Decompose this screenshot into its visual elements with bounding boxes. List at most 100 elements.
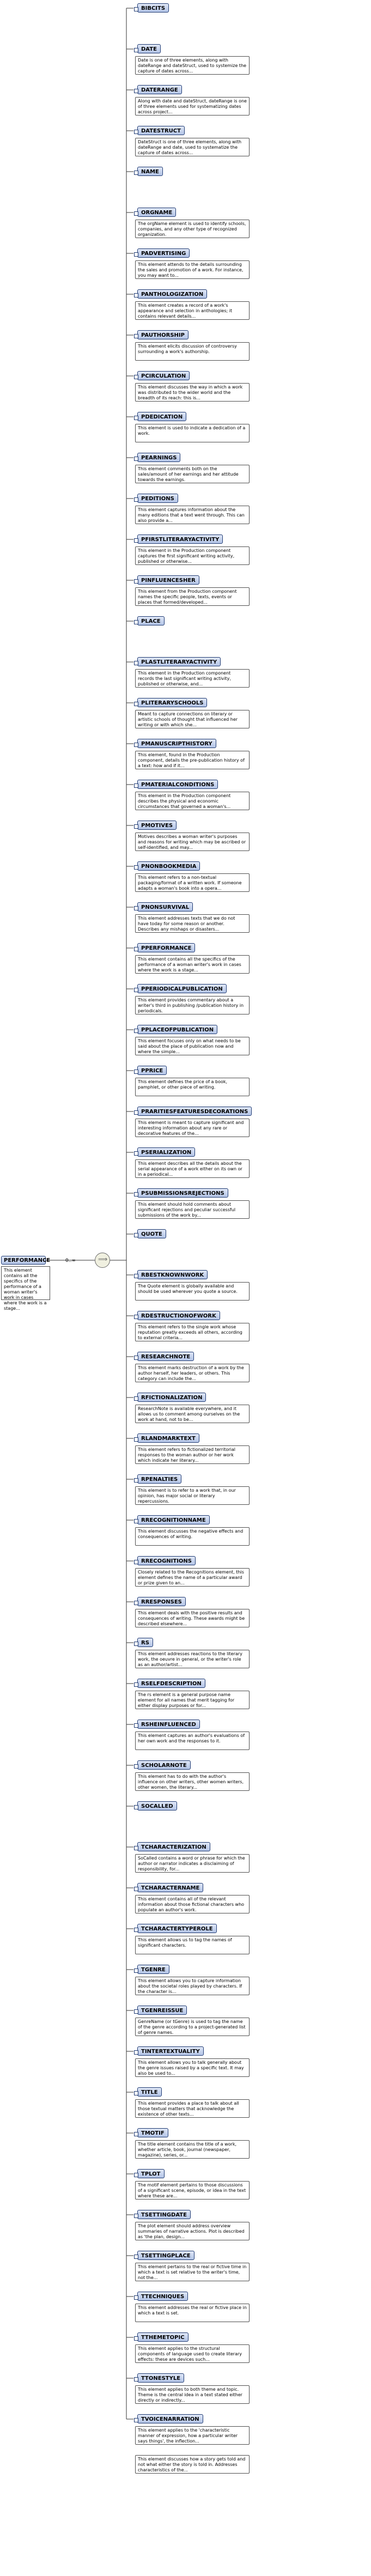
child-element-tsettingplace[interactable]: TSETTINGPLACE <box>134 2251 194 2260</box>
root-description: This element contains all the specifics … <box>1 1266 50 1311</box>
child-description: This element is meant to capture signifi… <box>135 1119 250 1137</box>
child-element-psubmissionsrejections[interactable]: PSUBMISSIONSREJECTIONS <box>134 1188 228 1198</box>
child-element-scholarnote[interactable]: SCHOLARNOTE <box>134 1760 191 1770</box>
child-description: This element discusses how a story gets … <box>135 2455 250 2474</box>
child-element-ttechniques[interactable]: TTECHNIQUES <box>133 2292 188 2301</box>
child-description: The Quote element is globally available … <box>135 1282 250 1301</box>
child-element-pinfluencesher[interactable]: PINFLUENCESHER <box>134 575 199 585</box>
child-description: This element attends to the details surr… <box>135 260 250 279</box>
child-element-padvertising[interactable]: PADVERTISING <box>133 248 190 258</box>
child-description: This element comments both on the sales/… <box>135 465 250 483</box>
child-element-tplot[interactable]: TPLOT <box>134 2169 165 2178</box>
child-element-rs[interactable]: RS <box>134 1638 153 1647</box>
child-description: This element captures information about … <box>135 506 250 524</box>
child-element-tcharactertyperole[interactable]: TCHARACTERTYPEROLE <box>134 1924 217 1933</box>
child-element-title[interactable]: TITLE <box>134 2087 162 2097</box>
child-element-datestruct[interactable]: DATESTRUCT <box>134 126 185 135</box>
child-description: GenreName (or tGenre) is used to tag the… <box>135 2018 250 2036</box>
child-element-pmanuscripthistory[interactable]: PMANUSCRIPTHISTORY <box>134 739 216 748</box>
child-element-pdedication[interactable]: PDEDICATION <box>133 412 187 421</box>
child-description: This element applies to the 'characteris… <box>135 2426 250 2445</box>
child-description: The title element contains the title of … <box>135 2140 250 2159</box>
child-element-rdestructionofwork[interactable]: RDESTRUCTIONOFWORK <box>134 1311 220 1320</box>
child-element-pserialization[interactable]: PSERIALIZATION <box>133 1147 196 1157</box>
child-element-rresponses[interactable]: RRESPONSES <box>134 1597 186 1606</box>
child-element-rfictionalization[interactable]: RFICTIONALIZATION <box>133 1393 206 1402</box>
child-description: This element refers to the single work w… <box>135 1323 250 1341</box>
child-description: This element, found in the Production co… <box>135 751 250 769</box>
child-element-daterange[interactable]: DATERANGE <box>134 85 182 94</box>
child-element-tintertextuality[interactable]: TINTERTEXTUALITY <box>134 2046 204 2056</box>
child-element-pnonbookmedia[interactable]: PNONBOOKMEDIA <box>133 861 200 871</box>
child-description: This element addresses texts that we do … <box>135 914 250 933</box>
child-element-rrecognitionname[interactable]: RRECOGNITIONNAME <box>134 1515 210 1524</box>
child-element-pmaterialconditions[interactable]: PMATERIALCONDITIONS <box>133 780 218 789</box>
child-description: This element refers to fictionalized ter… <box>135 1445 250 1464</box>
child-element-rbestknownwork[interactable]: RBESTKNOWNWORK <box>133 1270 208 1279</box>
child-element-plastliteraryactivity[interactable]: PLASTLITERARYACTIVITY <box>133 657 221 666</box>
child-element-pplaceofpublication[interactable]: PPLACEOFPUBLICATION <box>133 1025 218 1034</box>
child-description: This element deals with the positive res… <box>135 1609 250 1627</box>
child-element-pcirculation[interactable]: PCIRCULATION <box>133 371 190 380</box>
child-element-peditions[interactable]: PEDITIONS <box>134 494 178 503</box>
child-description: This element marks destruction of a work… <box>135 1364 250 1382</box>
child-description: DateStruct is one of three elements, alo… <box>135 138 250 156</box>
child-element-socalled[interactable]: SOCALLED <box>134 1801 177 1811</box>
child-description: This element discusses the negative effe… <box>135 1527 250 1546</box>
child-description: This element contains all of the relevan… <box>135 1895 250 1913</box>
child-element-name[interactable]: NAME <box>134 167 163 176</box>
child-element-pfirstliteraryactivity[interactable]: PFIRSTLITERARYACTIVITY <box>133 534 223 544</box>
child-description: This element provides commentary about a… <box>135 996 250 1014</box>
child-element-bibcits[interactable]: BIBCITS <box>133 3 169 13</box>
child-description: This element is to refer to a work that,… <box>135 1486 250 1505</box>
child-element-ttonestyle[interactable]: TTONESTYLE <box>133 2373 185 2383</box>
child-description: This element describes all the details a… <box>135 1159 250 1178</box>
child-element-tmotif[interactable]: TMOTIF <box>134 2128 168 2137</box>
child-element-pmotives[interactable]: PMOTIVES <box>133 821 177 830</box>
child-element-tvoicenarration[interactable]: TVOICENARRATION <box>134 2414 203 2423</box>
child-element-pprice[interactable]: PPRICE <box>133 1066 167 1075</box>
child-element-tgenreissue[interactable]: TGENREISSUE <box>133 2006 187 2015</box>
child-element-praritiesfeaturesdecorations[interactable]: PRARITIESFEATURESDECORATIONS <box>133 1107 252 1116</box>
child-description: This element addresses the real or ficti… <box>135 2304 250 2322</box>
child-description: This element allows you to capture infor… <box>135 1977 250 1995</box>
child-element-tthemetopic[interactable]: TTHEMETOPIC <box>134 2332 188 2342</box>
child-element-panthologization[interactable]: PANTHOLOGIZATION <box>133 289 208 299</box>
child-element-rrecognitions[interactable]: RRECOGNITIONS <box>134 1556 196 1565</box>
child-element-pliteraryschools[interactable]: PLITERARYSCHOOLS <box>133 698 208 707</box>
child-description: This element allows you to talk generall… <box>135 2058 250 2077</box>
cardinality-label: 0..∞ <box>65 1258 76 1263</box>
child-description: This element defines the price of a book… <box>135 1078 250 1096</box>
child-element-tcharacterization[interactable]: TCHARACTERIZATION <box>134 1842 210 1851</box>
child-element-date[interactable]: DATE <box>134 44 161 53</box>
child-element-pauthorship[interactable]: PAUTHORSHIP <box>134 330 188 339</box>
child-description: This element should hold comments about … <box>135 1200 250 1219</box>
child-description: Along with date and dateStruct, dateRang… <box>135 97 250 116</box>
child-description: This element provides a place to talk ab… <box>135 2099 250 2118</box>
root-element[interactable]: PERFORMANCE <box>1 1256 50 1265</box>
child-element-rpenalties[interactable]: RPENALTIES <box>133 1474 182 1484</box>
child-element-pperformance[interactable]: PPERFORMANCE <box>133 943 196 952</box>
child-element-tgenre[interactable]: TGENRE <box>134 1965 169 1974</box>
child-element-pperiodicalpublication[interactable]: PPERIODICALPUBLICATION <box>134 984 227 993</box>
child-element-quote[interactable]: QUOTE <box>134 1229 166 1238</box>
child-element-tcharactername[interactable]: TCHARACTERNAME <box>133 1883 204 1892</box>
child-description: Closely related to the Recognitions elem… <box>135 1568 250 1587</box>
child-element-tsettingdate[interactable]: TSETTINGDATE <box>134 2210 191 2219</box>
child-description: This element refers to a non-textual pac… <box>135 873 250 892</box>
child-element-pearnings[interactable]: PEARNINGS <box>133 453 181 462</box>
child-element-place[interactable]: PLACE <box>134 616 165 625</box>
child-element-rsheinfluenced[interactable]: RSHEINFLUENCED <box>134 1720 200 1729</box>
child-element-rlandmarktext[interactable]: RLANDMARKTEXT <box>134 1433 199 1443</box>
child-description: This element focuses only on what needs … <box>135 1037 250 1055</box>
child-element-rselfdescription[interactable]: RSELFDESCRIPTION <box>134 1679 205 1688</box>
child-description: The motif element pertains to those disc… <box>135 2181 250 2200</box>
child-element-orgname[interactable]: ORGNAME <box>133 208 177 217</box>
child-element-pnonsurvival[interactable]: PNONSURVIVAL <box>133 902 193 912</box>
child-description: This element has to do with the author's… <box>135 1772 250 1791</box>
child-description: This element applies to both theme and t… <box>135 2385 250 2404</box>
child-element-researchnote[interactable]: RESEARCHNOTE <box>133 1352 194 1361</box>
child-description: The plot element should address overview… <box>135 2222 250 2240</box>
